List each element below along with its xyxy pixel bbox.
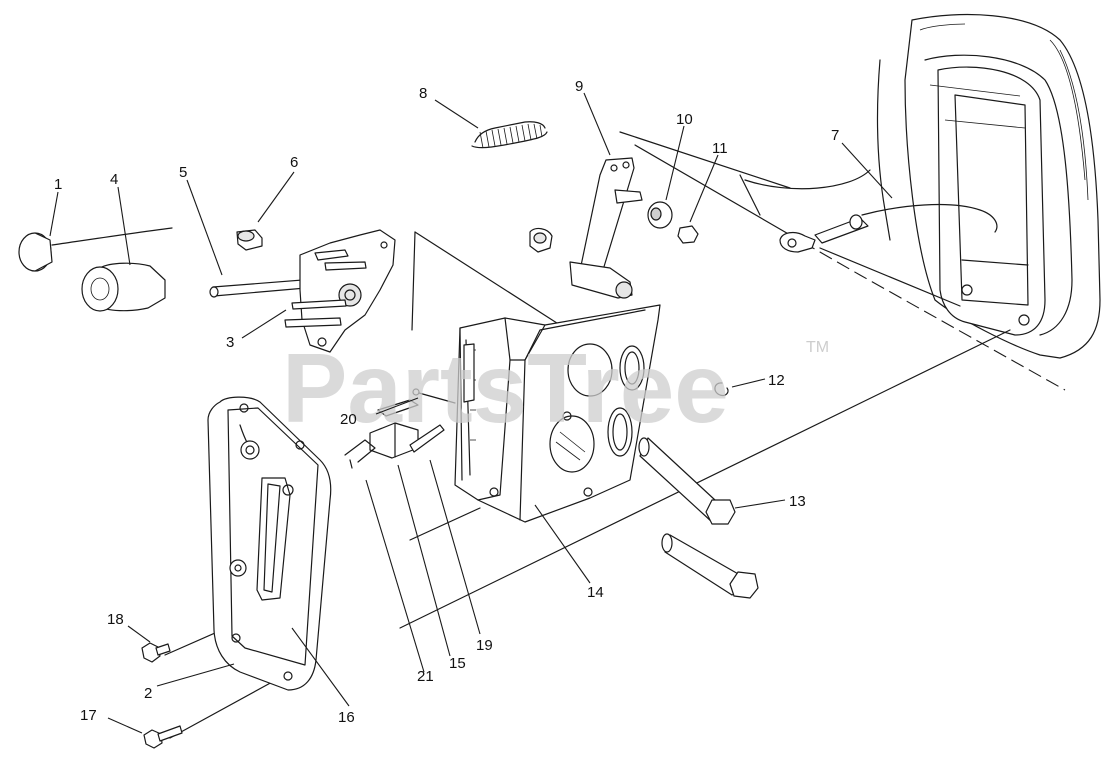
part-10-spacer	[647, 201, 673, 229]
callout-13: 13	[789, 493, 806, 510]
part-7-cable	[779, 203, 998, 253]
callout-17: 17	[80, 707, 97, 724]
callout-21: 21	[417, 668, 434, 685]
leader-lines	[49, 92, 893, 734]
part-17-screw	[143, 725, 183, 749]
callout-20: 20	[340, 411, 357, 428]
callout-9: 9	[575, 78, 583, 95]
part-18-screw	[141, 642, 171, 663]
callout-15: 15	[449, 655, 466, 672]
callout-2: 2	[144, 685, 152, 702]
part-11-nut	[677, 225, 699, 244]
part-19-switch-lever	[409, 424, 445, 453]
part-6-bushing	[236, 229, 263, 251]
callout-3: 3	[226, 334, 234, 351]
part-16-cover-plate	[207, 396, 332, 691]
part-21-wire-clip	[344, 439, 376, 469]
watermark-text: PartsTree	[282, 333, 729, 443]
part-20-screw	[412, 388, 456, 404]
callout-19: 19	[476, 637, 493, 654]
part-1-knob-cap	[18, 227, 173, 272]
part-12-clip	[714, 382, 729, 397]
callout-8: 8	[419, 85, 427, 102]
callout-18: 18	[107, 611, 124, 628]
part-13-bolt-lower	[661, 533, 759, 599]
callout-5: 5	[179, 164, 187, 181]
part-8-spring	[471, 121, 548, 149]
callout-10: 10	[676, 111, 693, 128]
part-4-knob	[81, 262, 166, 312]
part-13-bolt-upper	[638, 437, 736, 525]
callout-12: 12	[768, 372, 785, 389]
callout-11: 11	[712, 140, 728, 157]
callout-labels: 1 2 3 4 5 6 7 8 9 10 11 12 13 14 15 16 1…	[54, 78, 839, 726]
callout-4: 4	[110, 171, 118, 188]
callout-1: 1	[54, 176, 62, 193]
part-14-control-bracket	[454, 304, 661, 523]
part-3-throttle-plate	[284, 229, 396, 353]
callout-16: 16	[338, 709, 355, 726]
callout-7: 7	[831, 127, 839, 144]
callout-6: 6	[290, 154, 298, 171]
part-9-lever-arm	[529, 157, 643, 299]
callout-14: 14	[587, 584, 604, 601]
engine-housing	[739, 13, 1101, 359]
watermark-trademark: TM	[806, 339, 829, 356]
